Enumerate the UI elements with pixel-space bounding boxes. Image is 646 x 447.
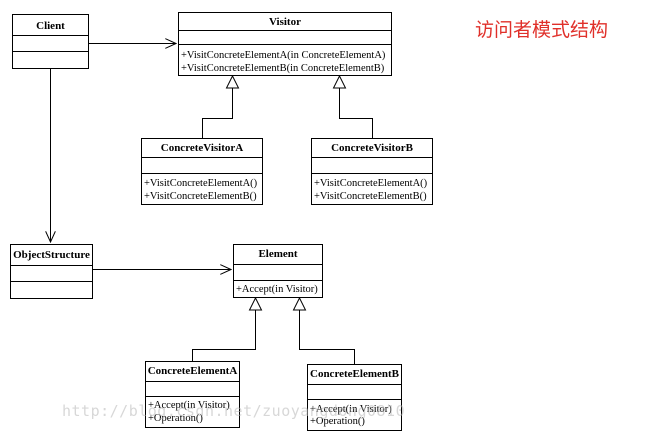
class-concrete-element-a-box [145, 361, 240, 428]
generalization-triangle-element-a [248, 296, 263, 311]
class-concrete-visitor-a-name: ConcreteVisitorA [161, 142, 244, 154]
class-concrete-visitor-b-name: ConcreteVisitorB [331, 142, 414, 154]
class-client[interactable]: Client [12, 14, 89, 69]
visitor-operation-b: +VisitConcreteElementB(in ConcreteElemen… [181, 63, 385, 74]
concrete-visitor-b-operation-b: +VisitConcreteElementB() [314, 191, 427, 202]
concrete-element-a-operation-op: +Operation() [148, 413, 203, 424]
class-concrete-visitor-a-box [141, 138, 263, 205]
generalization-triangle-visitor-a [225, 74, 240, 89]
generalization-element-b [299, 310, 355, 365]
class-element-name: Element [258, 248, 297, 260]
class-client-name: Client [36, 20, 65, 32]
class-element[interactable]: Element +Accept(in Visitor) [233, 244, 323, 298]
class-client-box [12, 14, 89, 69]
class-element-box [233, 244, 323, 298]
class-visitor[interactable]: Visitor +VisitConcreteElementA(in Concre… [178, 12, 392, 76]
class-object-structure[interactable]: ObjectStructure [10, 244, 93, 299]
class-object-structure-name: ObjectStructure [13, 249, 90, 261]
class-concrete-visitor-b[interactable]: ConcreteVisitorB +VisitConcreteElementA(… [311, 138, 433, 205]
class-concrete-element-b-name: ConcreteElementB [310, 368, 400, 380]
class-concrete-element-a-name: ConcreteElementA [148, 365, 238, 377]
generalization-visitor-a [202, 87, 233, 139]
generalization-triangle-visitor-b [332, 74, 347, 89]
concrete-element-b-operation-op: +Operation() [310, 416, 365, 427]
visitor-operation-a: +VisitConcreteElementA(in ConcreteElemen… [181, 50, 386, 61]
concrete-visitor-a-operation-a: +VisitConcreteElementA() [144, 178, 258, 189]
element-operation-accept: +Accept(in Visitor) [236, 284, 318, 295]
class-concrete-visitor-a[interactable]: ConcreteVisitorA +VisitConcreteElementA(… [141, 138, 263, 205]
generalization-element-a [192, 310, 256, 362]
class-visitor-name: Visitor [269, 16, 301, 28]
generalization-triangle-element-b [292, 296, 307, 311]
concrete-element-a-operation-accept: +Accept(in Visitor) [148, 400, 230, 411]
class-object-structure-box [10, 244, 93, 299]
concrete-visitor-b-operation-a: +VisitConcreteElementA() [314, 178, 428, 189]
class-concrete-element-a[interactable]: ConcreteElementA +Accept(in Visitor) +Op… [145, 361, 240, 428]
concrete-element-b-operation-accept: +Accept(in Visitor) [310, 404, 392, 415]
diagram-heading: 访问者模式结构 [475, 19, 608, 41]
watermark: http://blog.csdn.net/zuoyangdong0810 [62, 402, 405, 420]
concrete-visitor-a-operation-b: +VisitConcreteElementB() [144, 191, 257, 202]
class-concrete-element-b[interactable]: ConcreteElementB +Accept(in Visitor) +Op… [307, 364, 402, 431]
generalization-visitor-b [339, 87, 373, 139]
